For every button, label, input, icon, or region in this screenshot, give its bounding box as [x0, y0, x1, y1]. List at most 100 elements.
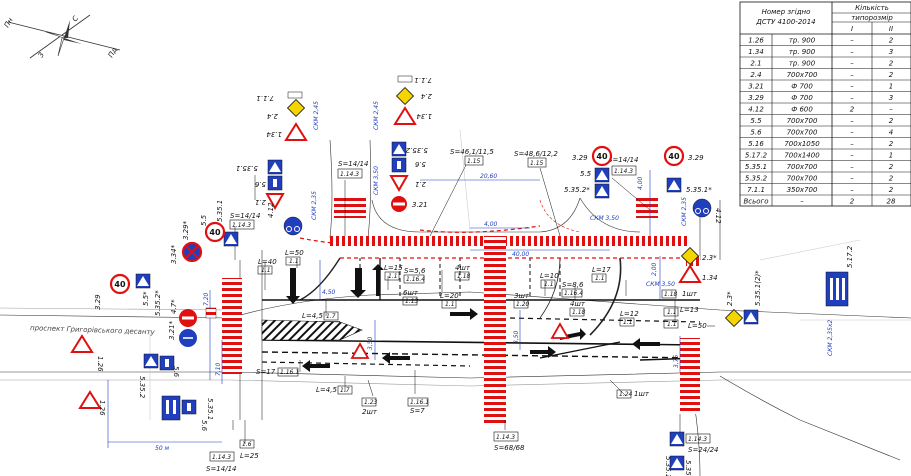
table-cell-i: –: [850, 163, 854, 171]
table-col-ii: II: [889, 25, 893, 33]
sign-3-29-e: 40: [663, 145, 685, 167]
table-cell-ii: 2: [889, 60, 894, 68]
label-1-20: 1.20: [516, 301, 530, 308]
table-cell-ii: 2: [889, 37, 894, 45]
label-s7: S=7: [410, 407, 425, 415]
sign-5-35-1-a: [267, 159, 283, 175]
label-1-1-i: 1.1: [667, 321, 677, 328]
label-1-16-1-a: 1.16.1: [280, 369, 299, 376]
label-s-14-14-right: S=14/14: [608, 156, 638, 164]
label-sign-4-7: 4.7*: [170, 299, 178, 314]
table-cell-ii: 2: [889, 186, 894, 194]
label-l10: L=10: [540, 272, 559, 280]
label-1-18-b: 1.18: [572, 309, 586, 316]
label-l17: L=17: [592, 266, 611, 274]
label-sign-2-1-b: 2.1: [415, 180, 426, 188]
label-1-18-a: 1.18: [457, 273, 471, 280]
label-sign-5-35-2-d: 5.35.2*: [564, 186, 590, 194]
label-1pcs-b: 1шт: [634, 390, 650, 398]
zebra-left-vertical: [222, 278, 242, 374]
table-cell-ii: –: [889, 106, 893, 114]
label-1-1-d: 1.1: [445, 301, 455, 308]
sign-3-34: [181, 241, 203, 263]
label-s14-bl: S=14/14: [206, 465, 236, 473]
sign-1-34-a: [284, 122, 308, 141]
label-6pcs: 6шт: [403, 289, 419, 297]
label-s86: S=8,6: [562, 281, 584, 289]
label-1-1-a: 1.1: [261, 267, 271, 274]
table-cell-size: 700х700: [787, 163, 818, 171]
label-sign-5-35-1-d: 5.35.1*: [686, 186, 712, 194]
label-sign-3-29-e: 3.29: [688, 154, 704, 162]
sign-4-12-a: [283, 216, 303, 236]
label-1-15-b: 1.15: [530, 160, 544, 167]
label-1-1-b: 1.1: [289, 258, 299, 265]
table-cell-i: –: [850, 186, 854, 194]
sign-2-1-b: [389, 175, 409, 193]
label-s56: S=5,6: [404, 267, 426, 275]
label-sign-2-3-b: 2.3*: [726, 291, 734, 306]
sign-4-12-b: [692, 198, 712, 218]
label-1-1-e: 1.1: [544, 281, 554, 288]
label-sign-1-34-c: 1.34: [702, 274, 718, 282]
label-sign-7-1-1-b: 7.1.1: [414, 76, 432, 84]
compass-south: Пд: [107, 46, 119, 59]
table-cell-size: тр. 900: [789, 37, 816, 45]
label-1-14-3-left: 1.14.3: [232, 222, 251, 229]
table-cell-size: 700х1400: [784, 152, 820, 160]
label-4pcs-b: 4шт: [570, 300, 586, 308]
label-1-23: 1.23: [364, 399, 378, 406]
sign-5-6-b: [391, 157, 407, 173]
label-sign-5-6-a: 5.6: [254, 180, 266, 188]
sign-5-6-d: [181, 399, 197, 415]
dim-4-00-b: 4,00: [637, 176, 644, 190]
label-sign-4-12-b: 4.12: [714, 208, 722, 224]
label-s-46: S=46,1/11,5: [450, 148, 494, 156]
sign-2-1-a: [265, 193, 285, 211]
road-geometry: [0, 129, 911, 476]
table-cell-i: –: [850, 83, 854, 91]
table-cell-i: –: [850, 117, 854, 125]
label-sign-2-4-a: 2.4: [267, 112, 278, 120]
dim-40-00: 40,00: [512, 251, 529, 258]
table-cell-ii: 2: [889, 175, 894, 183]
table-cell-i: 2: [850, 106, 855, 114]
sign-5-5-a: [223, 231, 239, 247]
label-l12: L=12: [620, 310, 639, 318]
label-1-7-a: 1.7: [326, 313, 336, 320]
sign-3-29-a: 40: [204, 221, 226, 243]
label-sign-5-35-2-b: 5.35.2*: [154, 290, 162, 316]
table-cell-code: 5.35.2: [745, 175, 768, 183]
table-cell-code: 3.21: [748, 83, 764, 91]
table-cell-ii: 3: [889, 94, 893, 102]
label-1-15-a: 1.15: [467, 158, 481, 165]
table-cell-code: 5.17.2: [745, 152, 768, 160]
dim-3-50-b: 3,50: [513, 330, 520, 344]
label-4pcs-a: 4шт: [455, 264, 471, 272]
label-1-1-f: 1.1: [595, 275, 605, 282]
table-cell-i: –: [850, 71, 854, 79]
table-cell-ii: 4: [889, 129, 893, 137]
table-cell-ii: 3: [889, 48, 893, 56]
label-skm-h: СКМ 2,35х2: [827, 320, 834, 356]
table-cell-code: 2.1: [750, 60, 761, 68]
dim-7-20: 7,20: [203, 292, 210, 306]
table-cell-code: 7.1.1: [747, 186, 765, 194]
speed-limit-text-a: 40: [209, 228, 221, 237]
marking-labels: S=14/14 1.14.3 S=46,1/11,5 1.15 S=48,6/1…: [30, 101, 834, 473]
table-cell-size: 700х700: [787, 71, 818, 79]
speed-limit-text-d: 40: [668, 152, 680, 161]
sign-1-26-b: [78, 390, 102, 409]
table-cell-size: 700х700: [787, 129, 818, 137]
label-sign-5-35-2-c: 5.35.2: [138, 376, 146, 399]
sign-3-29-d: 40: [591, 145, 613, 167]
table-cell-code: 5.5: [750, 117, 762, 125]
label-1-13: 1.13: [405, 298, 419, 305]
label-sign-3-29-c: 3.29: [94, 294, 102, 310]
label-l45-b: L=4,5: [316, 386, 337, 394]
sign-1-26-a: [70, 334, 94, 353]
label-skm-g: СКМ 2,35: [681, 197, 688, 226]
label-s-48: S=48,6/12,2: [514, 150, 558, 158]
label-sign-1-26-b: 1.26: [98, 400, 106, 416]
sign-1-34-c: [678, 264, 702, 283]
